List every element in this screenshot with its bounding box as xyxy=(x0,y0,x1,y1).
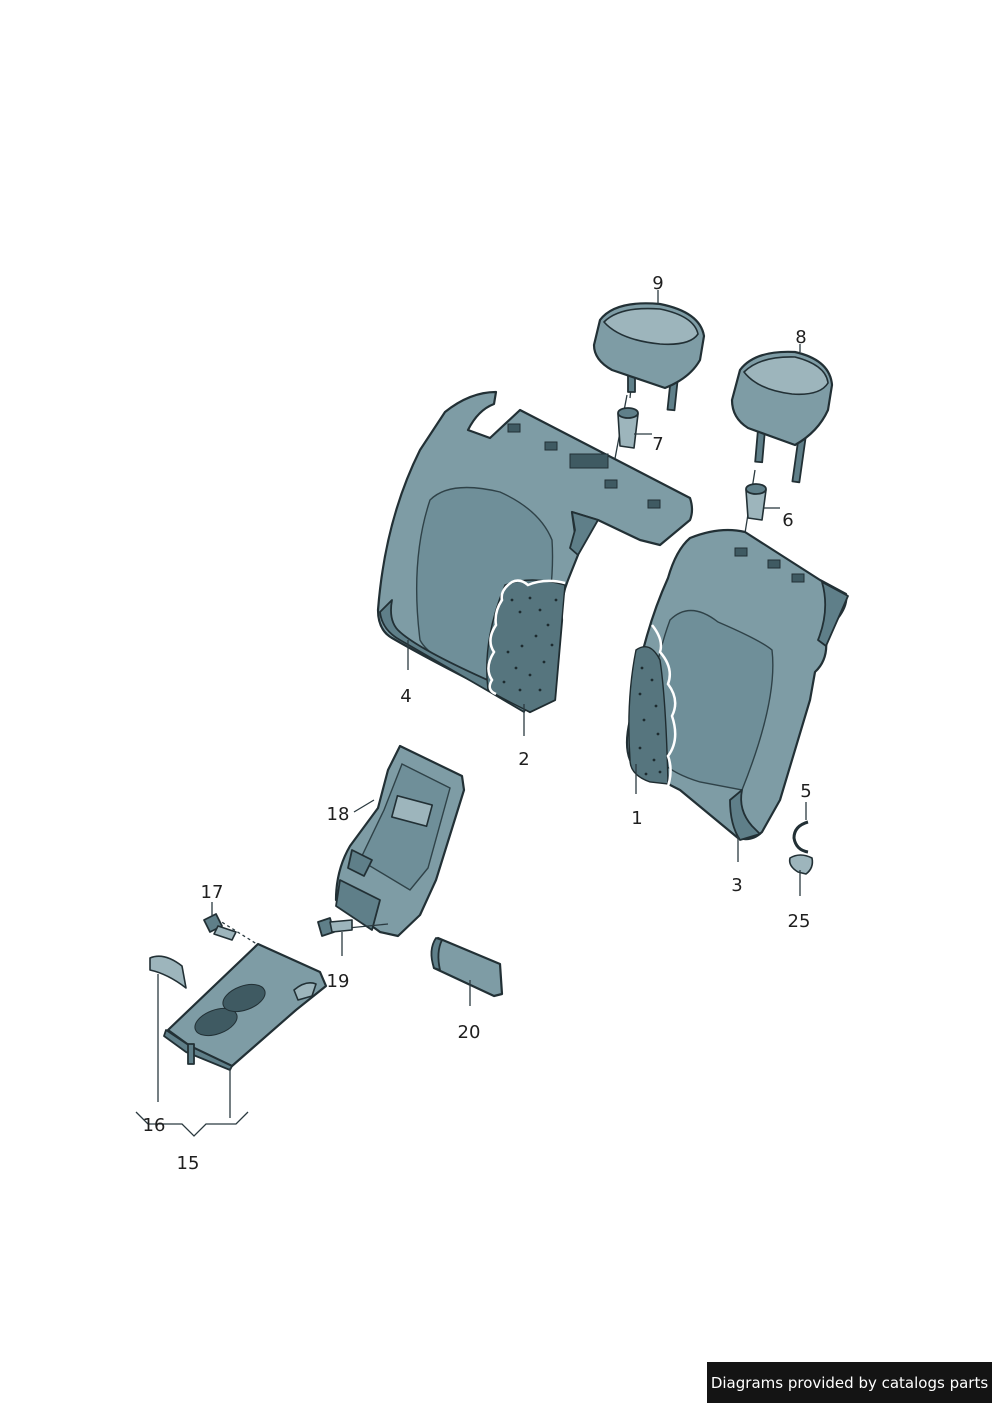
armrest-frame-18 xyxy=(334,744,466,938)
callout-25: 25 xyxy=(787,911,811,932)
cupholder-armrest-15 xyxy=(163,942,328,1071)
pad-20 xyxy=(430,936,504,998)
cap-25 xyxy=(788,854,814,875)
credit-banner: Diagrams provided by catalogs parts xyxy=(707,1362,992,1403)
callout-9: 9 xyxy=(652,273,664,294)
callout-17: 17 xyxy=(200,882,224,903)
callout-19: 19 xyxy=(326,971,350,992)
callout-6: 6 xyxy=(782,510,794,531)
insert-16 xyxy=(149,955,187,989)
callout-3: 3 xyxy=(731,875,743,896)
headrest-8 xyxy=(730,350,834,484)
callout-1: 1 xyxy=(631,808,643,829)
foam-texture-left xyxy=(502,596,558,692)
callout-7: 7 xyxy=(652,434,664,455)
callout-20: 20 xyxy=(457,1022,481,1043)
callout-15: 15 xyxy=(176,1153,200,1174)
callout-8: 8 xyxy=(795,327,807,348)
headrest-9 xyxy=(592,302,706,412)
callout-4: 4 xyxy=(400,686,412,707)
callout-2: 2 xyxy=(518,749,530,770)
backrest-left xyxy=(376,390,694,714)
callout-5: 5 xyxy=(800,781,812,802)
screw-19 xyxy=(317,917,389,937)
clip-5 xyxy=(792,820,809,854)
callout-18: 18 xyxy=(326,804,350,825)
headrest-guide-7 xyxy=(609,394,639,486)
leader-lines xyxy=(135,290,807,1137)
foam-texture-right xyxy=(638,666,662,776)
callout-16: 16 xyxy=(142,1115,166,1136)
backrest-right xyxy=(625,528,849,841)
screw-17 xyxy=(203,913,261,947)
